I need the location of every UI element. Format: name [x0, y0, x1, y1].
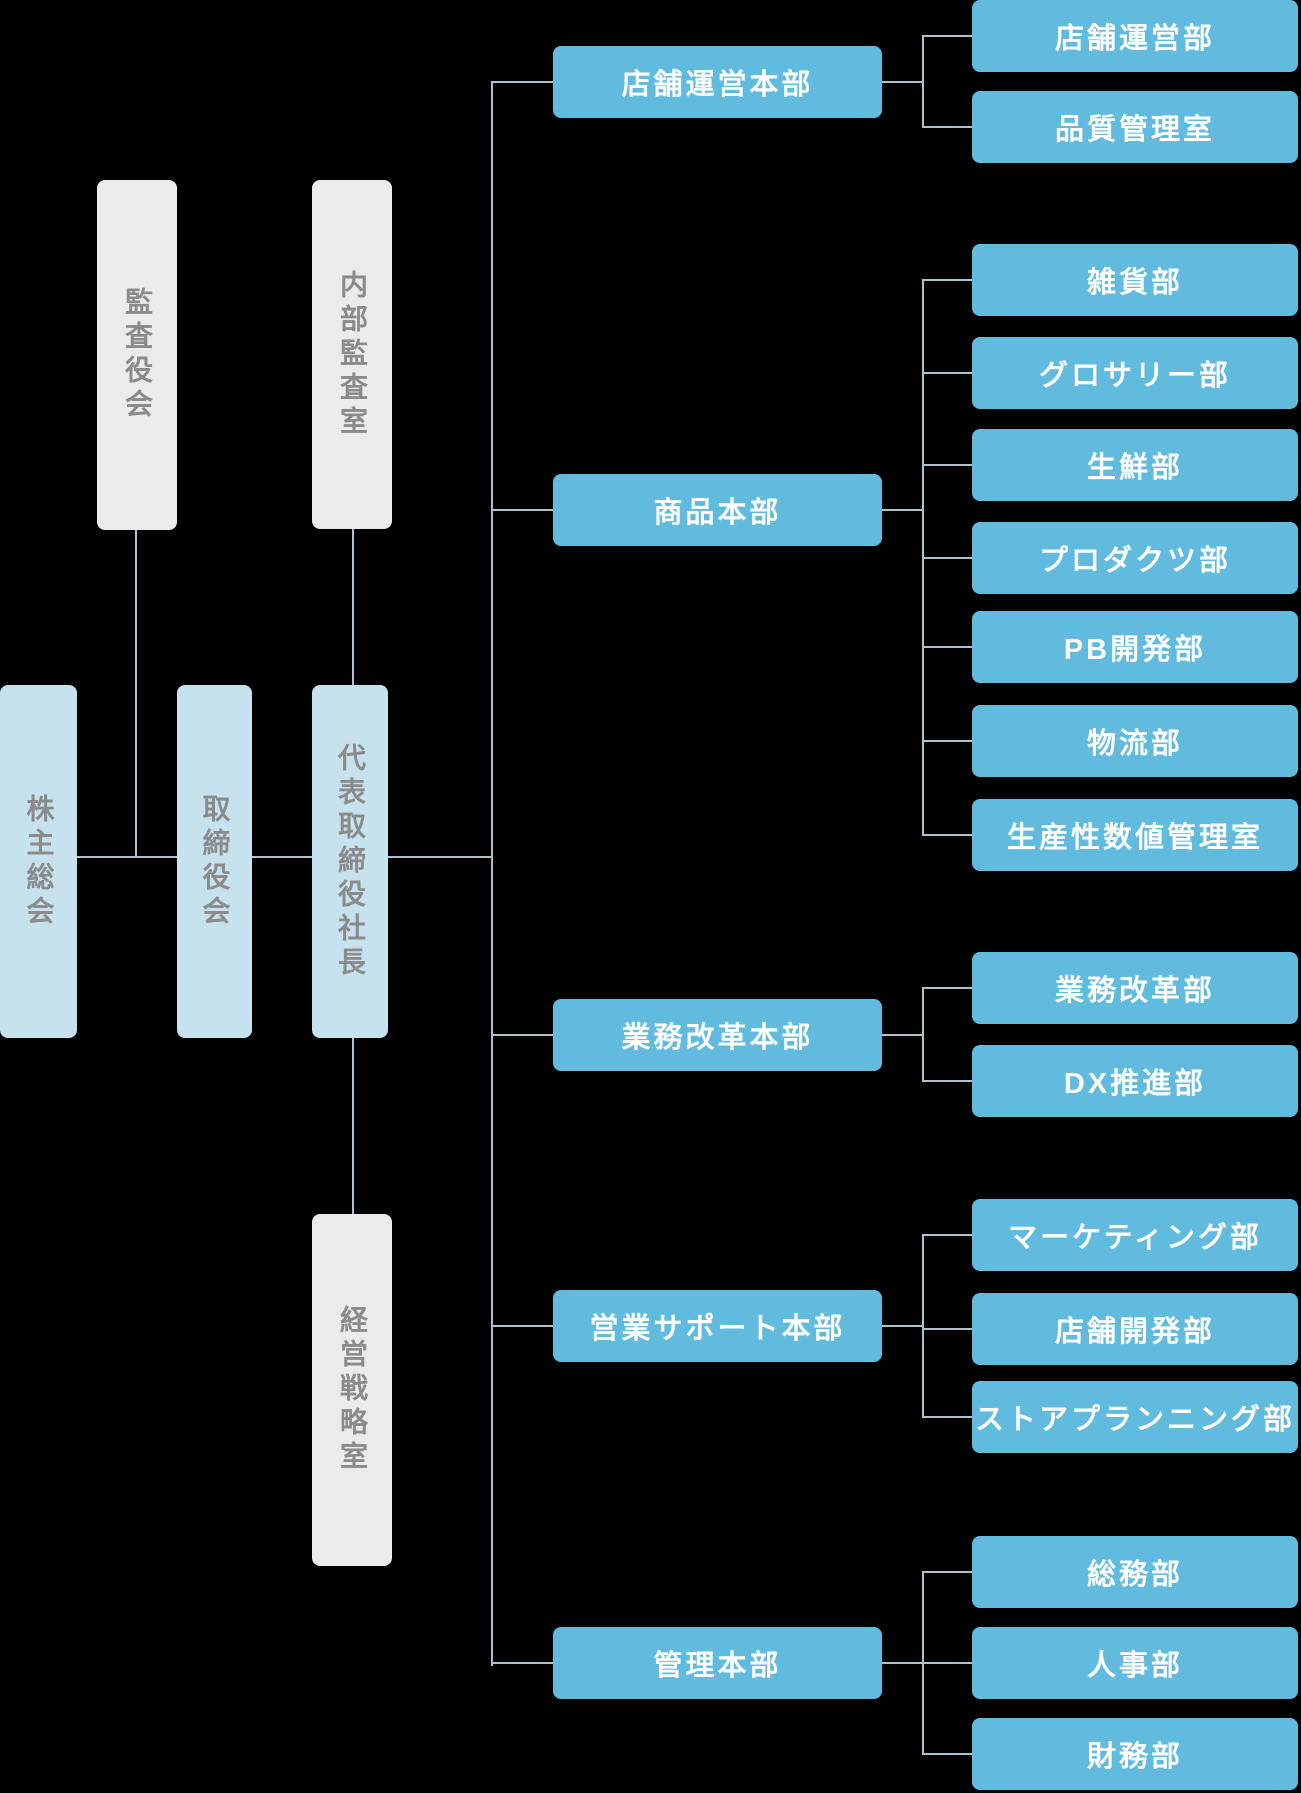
division-label: 管理本部 [653, 1650, 782, 1682]
department-stub-line [922, 1753, 972, 1755]
department-label: 店舗開発部 [1054, 1316, 1215, 1348]
department-stub-line [922, 1662, 972, 1664]
department-box: グロサリー部 [972, 337, 1298, 409]
department-box: マーケティング部 [972, 1199, 1298, 1271]
department-stub-line [922, 1416, 972, 1418]
division-bus-stub-line [882, 509, 924, 511]
department-stub-line [922, 1080, 972, 1082]
department-stub-line [922, 1234, 972, 1236]
department-label: 雑貨部 [1086, 267, 1183, 299]
president-label: 代表取締役社長 [335, 742, 366, 981]
division-stub-line [491, 509, 553, 511]
department-stub-line [922, 372, 972, 374]
division-label: 業務改革本部 [621, 1022, 814, 1054]
audit-committee-box: 監査役会 [97, 180, 177, 530]
department-stub-line [922, 126, 972, 128]
trunk-line [491, 81, 493, 1666]
department-stub-line [922, 987, 972, 989]
department-label: 生産性数値管理室 [1006, 822, 1263, 854]
department-box: 人事部 [972, 1627, 1298, 1699]
department-box: 生鮮部 [972, 429, 1298, 501]
department-label: 生鮮部 [1086, 452, 1183, 484]
division-box: 商品本部 [553, 474, 882, 546]
department-box: 店舗運営部 [972, 0, 1298, 72]
shareholders-meeting-label: 株主総会 [23, 793, 55, 930]
department-label: 総務部 [1086, 1559, 1183, 1591]
internal-audit-office-box: 内部監査室 [312, 180, 392, 529]
department-label: ストアプランニング部 [974, 1404, 1295, 1436]
board-of-directors-box: 取締役会 [177, 685, 252, 1038]
department-box: 店舗開発部 [972, 1293, 1298, 1365]
department-stub-line [922, 35, 972, 37]
department-label: 物流部 [1086, 728, 1183, 760]
division-label: 商品本部 [653, 497, 782, 529]
division-box: 店舗運営本部 [553, 46, 882, 118]
department-box: 品質管理室 [972, 91, 1298, 163]
department-bus-line [922, 35, 924, 128]
division-stub-line [491, 1662, 553, 1664]
department-stub-line [922, 279, 972, 281]
division-label: 店舗運営本部 [621, 69, 814, 101]
division-stub-line [491, 81, 553, 83]
department-box: 雑貨部 [972, 244, 1298, 316]
department-bus-line [922, 987, 924, 1082]
department-stub-line [922, 646, 972, 648]
division-box: 管理本部 [553, 1627, 882, 1699]
shareholders-meeting-box: 株主総会 [0, 685, 77, 1038]
audit-committee-label: 監査役会 [122, 287, 153, 423]
department-label: プロダクツ部 [1038, 545, 1231, 577]
strategy-office-label: 経営戦略室 [337, 1305, 368, 1475]
department-stub-line [922, 557, 972, 559]
division-bus-stub-line [882, 1034, 924, 1036]
connector-line-audit-committee [135, 530, 137, 858]
department-bus-line [922, 1234, 924, 1418]
internal-audit-office-label: 内部監査室 [337, 269, 368, 440]
department-label: 品質管理室 [1054, 114, 1215, 146]
department-stub-line [922, 464, 972, 466]
department-label: 財務部 [1086, 1741, 1183, 1773]
connector-line-governance-horizontal [77, 856, 492, 858]
department-label: 人事部 [1086, 1650, 1183, 1682]
division-bus-stub-line [882, 1325, 924, 1327]
connector-line-strategy-office [352, 1038, 354, 1214]
department-box: 生産性数値管理室 [972, 799, 1298, 871]
division-stub-line [491, 1325, 553, 1327]
division-box: 営業サポート本部 [553, 1290, 882, 1362]
department-stub-line [922, 834, 972, 836]
division-bus-stub-line [882, 81, 924, 83]
department-label: 店舗運営部 [1054, 23, 1215, 55]
department-box: 業務改革部 [972, 952, 1298, 1024]
division-box: 業務改革本部 [553, 999, 882, 1071]
department-box: プロダクツ部 [972, 522, 1298, 594]
connector-line-internal-audit [352, 529, 354, 685]
division-stub-line [491, 1034, 553, 1036]
strategy-office-box: 経営戦略室 [312, 1214, 392, 1566]
president-box: 代表取締役社長 [312, 685, 388, 1038]
department-stub-line [922, 1571, 972, 1573]
department-box: 財務部 [972, 1718, 1298, 1790]
department-stub-line [922, 740, 972, 742]
department-label: DX推進部 [1063, 1068, 1207, 1100]
board-of-directors-label: 取締役会 [199, 793, 231, 930]
department-box: 総務部 [972, 1536, 1298, 1608]
department-stub-line [922, 1328, 972, 1330]
department-label: マーケティング部 [1008, 1222, 1262, 1254]
department-box: ストアプランニング部 [972, 1381, 1298, 1453]
department-box: 物流部 [972, 705, 1298, 777]
department-label: PB開発部 [1063, 634, 1207, 666]
department-label: 業務改革部 [1054, 975, 1215, 1007]
division-bus-stub-line [882, 1662, 924, 1664]
division-label: 営業サポート本部 [589, 1313, 846, 1345]
department-box: DX推進部 [972, 1045, 1298, 1117]
department-label: グロサリー部 [1038, 360, 1231, 392]
department-box: PB開発部 [972, 611, 1298, 683]
